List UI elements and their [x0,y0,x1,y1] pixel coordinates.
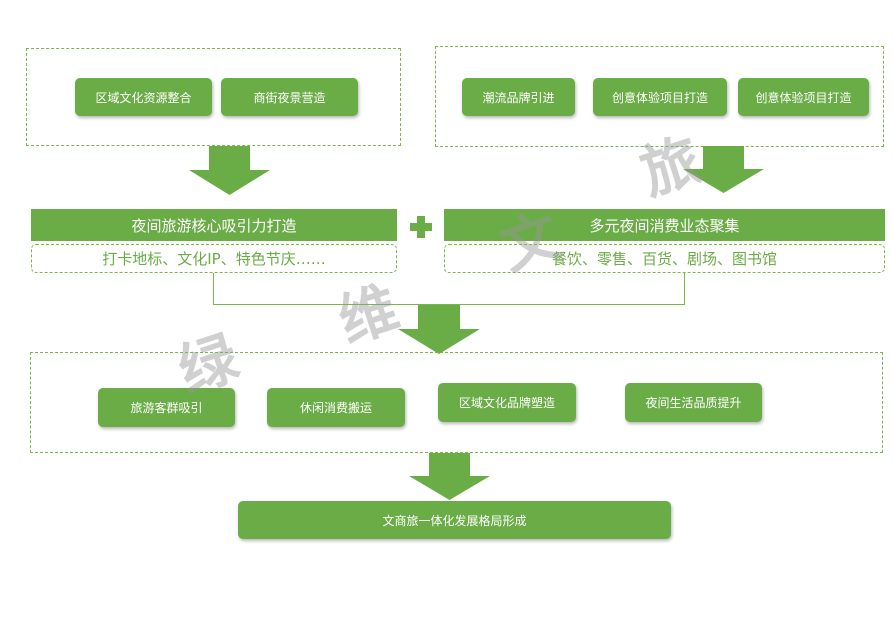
commercial-street-night-box: 商街夜景营造 [221,78,358,116]
tourist-attraction-box: 旅游客群吸引 [98,388,235,427]
top-right-group [435,46,884,147]
creative-experience-box-1: 创意体验项目打造 [593,78,727,116]
arrow-down-bottom [409,453,490,500]
regional-culture-resource-box: 区域文化资源整合 [75,78,212,116]
trend-brand-box: 潮流品牌引进 [462,78,575,116]
arrow-down-middle [398,305,480,354]
arrow-down-left-top [189,146,270,195]
regional-culture-brand-box: 区域文化品牌塑造 [438,383,576,422]
left-header-subtitle: 打卡地标、文化IP、特色节庆…… [31,244,397,273]
right-header-subtitle: 餐饮、零售、百货、剧场、图书馆 [444,244,885,273]
integrated-development-result-box: 文商旅一体化发展格局形成 [238,501,671,539]
left-header-title: 夜间旅游核心吸引力打造 [31,209,397,241]
night-life-quality-box: 夜间生活品质提升 [625,383,762,422]
plus-icon [410,216,432,238]
arrow-down-right-top [683,146,764,193]
connector-horizontal [213,304,685,305]
right-header-title: 多元夜间消费业态聚集 [444,209,885,241]
middle-group [30,352,883,453]
leisure-consumption-box: 休闲消费搬运 [267,388,405,427]
connector-left-vertical [213,273,214,304]
connector-right-vertical [684,273,685,304]
creative-experience-box-2: 创意体验项目打造 [738,78,869,116]
top-left-group [26,48,401,146]
watermark-char-2: 维 [330,273,407,357]
